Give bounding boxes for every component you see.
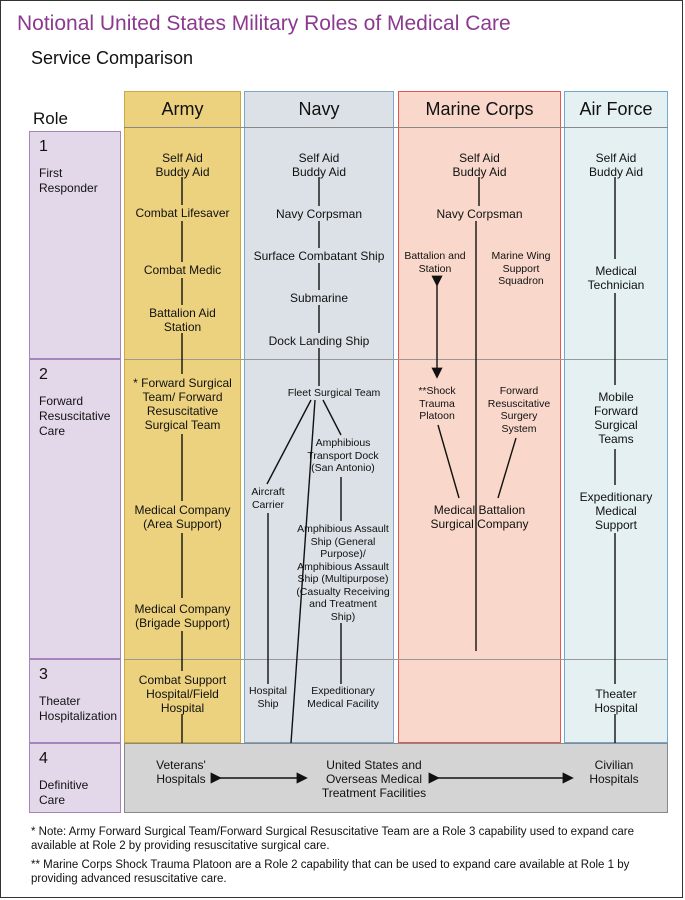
role-3-number: 3 (39, 666, 48, 683)
definitive-us-overseas-facilities: United States and Overseas Medical Treat… (321, 758, 427, 800)
role-4-box: 4 Definitive Care (29, 743, 121, 813)
airforce-self-aid: Self Aid Buddy Aid (588, 151, 644, 179)
navy-fleet-surgical-team: Fleet Surgical Team (287, 387, 381, 399)
header-divider (124, 127, 668, 128)
role-2-box: 2 Forward Resuscitative Care (29, 359, 121, 659)
marine-wing-support-squadron: Marine Wing Support Squadron (491, 250, 551, 287)
footnote-army: * Note: Army Forward Surgical Team/Forwa… (31, 826, 634, 852)
navy-aircraft-carrier: Aircraft Carrier (251, 486, 285, 511)
marine-header: Marine Corps (425, 98, 534, 119)
army-medical-company-area: Medical Company (Area Support) (134, 503, 231, 531)
footnote-marine: ** Marine Corps Shock Trauma Platoon are… (31, 859, 630, 885)
navy-surface-combatant-ship: Surface Combatant Ship (253, 249, 385, 263)
army-forward-surgical-team: * Forward Surgical Team/ Forward Resusci… (133, 376, 232, 432)
role-1-box: 1 First Responder (29, 131, 121, 359)
role-4-name: Definitive Care (39, 778, 89, 807)
row-divider-1 (124, 359, 668, 360)
army-medical-company-brigade: Medical Company (Brigade Support) (134, 602, 231, 630)
page-title: Notional United States Military Roles of… (17, 12, 511, 35)
army-combat-medic: Combat Medic (143, 263, 222, 277)
airforce-mobile-forward-surgical: Mobile Forward Surgical Teams (593, 390, 638, 446)
airforce-theater-hospital: Theater Hospital (594, 687, 638, 715)
army-combat-support-hospital: Combat Support Hospital/Field Hospital (138, 673, 227, 715)
role-2-name: Forward Resuscitative Care (39, 394, 111, 438)
navy-hospital-ship: Hospital Ship (249, 685, 287, 710)
role-3-name: Theater Hospitalization (39, 694, 118, 723)
marine-navy-corpsman: Navy Corpsman (436, 207, 523, 221)
marine-forward-resuscitative-system: Forward Resuscitative Surgery System (487, 385, 551, 435)
definitive-veterans-hospitals: Veterans' Hospitals (156, 758, 206, 786)
role-1-number: 1 (39, 138, 48, 155)
navy-header: Navy (298, 98, 340, 119)
airforce-expeditionary-medical-support: Expeditionary Medical Support (579, 490, 653, 532)
marine-battalion-station: Battalion and Station (404, 250, 466, 275)
navy-corpsman: Navy Corpsman (275, 207, 363, 221)
role-4-number: 4 (39, 750, 48, 767)
navy-expeditionary-medical-facility: Expeditionary Medical Facility (307, 685, 379, 710)
role-header: Role (33, 109, 68, 128)
airforce-column (564, 91, 668, 743)
role-2-number: 2 (39, 366, 48, 383)
page-subtitle: Service Comparison (31, 48, 194, 68)
marine-medical-battalion: Medical Battalion Surgical Company (430, 503, 529, 531)
marine-self-aid: Self Aid Buddy Aid (452, 151, 507, 179)
definitive-civilian-hospitals: Civilian Hospitals (589, 758, 639, 786)
army-battalion-aid: Battalion Aid Station (149, 306, 216, 334)
role-3-box: 3 Theater Hospitalization (29, 659, 121, 743)
airforce-header: Air Force (579, 98, 653, 119)
role-1-name: First Responder (39, 166, 98, 195)
navy-dock-landing-ship: Dock Landing Ship (268, 334, 370, 348)
navy-amphibious-assault-ship: Amphibious Assault Ship (General Purpose… (296, 523, 390, 623)
navy-self-aid: Self Aid Buddy Aid (291, 151, 347, 179)
navy-amphibious-transport-dock: Amphibious Transport Dock (San Antonio) (307, 437, 379, 474)
airforce-medical-technician: Medical Technician (587, 264, 645, 292)
army-self-aid: Self Aid Buddy Aid (155, 151, 210, 179)
army-header: Army (161, 98, 204, 119)
marine-shock-trauma-platoon: **Shock Trauma Platoon (418, 385, 456, 422)
army-combat-lifesaver: Combat Lifesaver (135, 206, 230, 220)
navy-submarine: Submarine (289, 291, 349, 305)
row-divider-2 (124, 659, 668, 660)
